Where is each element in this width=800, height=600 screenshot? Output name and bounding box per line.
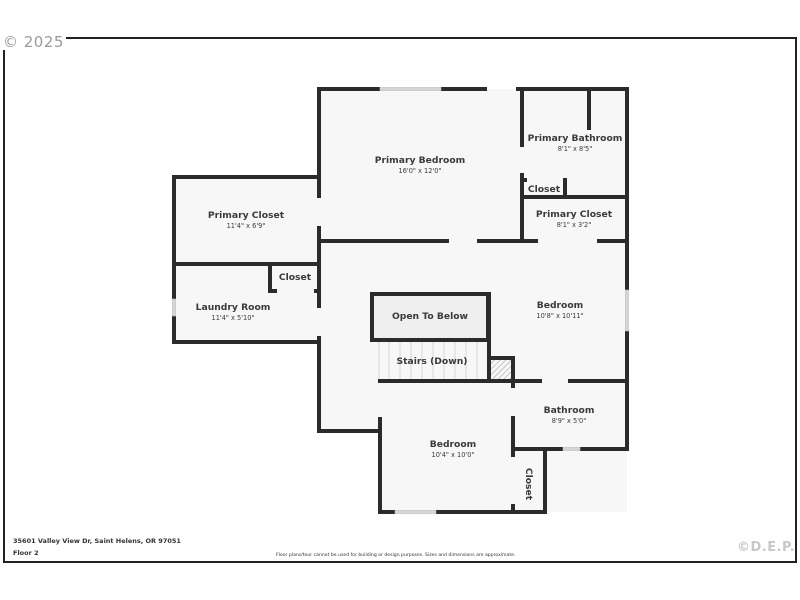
copyright-label: © 2025 (3, 33, 66, 51)
svg-text:8'9" x 5'0": 8'9" x 5'0" (552, 417, 587, 425)
window (379, 87, 442, 91)
svg-text:Closet: Closet (528, 184, 561, 195)
svg-text:8'1" x 3'2": 8'1" x 3'2" (557, 221, 592, 229)
walls (172, 87, 629, 514)
room-bedroom-bottom: Bedroom 10'4" x 10'0" (430, 439, 477, 459)
svg-text:Bedroom: Bedroom (430, 439, 477, 450)
open-to-below-fill (372, 294, 488, 340)
watermark-logo: ©D.E.P. (737, 540, 796, 555)
room-bedroom-right: Bedroom 10'8" x 10'11" (536, 300, 583, 320)
room-primary-bedroom: Primary Bedroom 16'0" x 12'0" (375, 155, 465, 175)
svg-text:Primary Closet: Primary Closet (208, 210, 285, 221)
window (394, 510, 437, 514)
window (172, 298, 176, 317)
svg-text:10'8" x 10'11": 10'8" x 10'11" (536, 312, 583, 320)
svg-text:11'4" x 6'9": 11'4" x 6'9" (227, 222, 266, 230)
svg-text:16'0" x 12'0": 16'0" x 12'0" (399, 167, 442, 175)
svg-text:Open To Below: Open To Below (392, 311, 469, 322)
svg-text:10'4" x 10'0": 10'4" x 10'0" (432, 451, 475, 459)
room-primary-closet-right: Primary Closet 8'1" x 3'2" (536, 209, 613, 229)
room-open-to-below: Open To Below (392, 311, 469, 322)
svg-text:11'4" x 5'10": 11'4" x 5'10" (212, 314, 255, 322)
room-primary-bathroom: Primary Bathroom 8'1" x 8'5" (528, 133, 623, 153)
svg-text:Primary Bathroom: Primary Bathroom (528, 133, 623, 144)
disclaimer-text: Floor plans/tour cannot be used for buil… (276, 553, 516, 558)
svg-text:Closet: Closet (279, 272, 312, 283)
svg-text:Primary Bedroom: Primary Bedroom (375, 155, 465, 166)
room-laundry-closet: Closet (279, 272, 312, 283)
room-stairs: Stairs (Down) (397, 356, 468, 367)
window (562, 447, 581, 451)
room-laundry: Laundry Room 11'4" x 5'10" (196, 302, 271, 322)
chase-hatch (491, 358, 511, 379)
floor-label: Floor 2 (13, 549, 39, 557)
svg-text:Laundry Room: Laundry Room (196, 302, 271, 313)
room-bedroom-closet: Closet (523, 468, 534, 501)
svg-text:Bedroom: Bedroom (537, 300, 584, 311)
svg-text:8'1" x 8'5": 8'1" x 8'5" (558, 145, 593, 153)
svg-text:Stairs (Down): Stairs (Down) (397, 356, 468, 367)
room-bath-closet: Closet (528, 184, 561, 195)
svg-text:Closet: Closet (523, 468, 534, 501)
window (625, 289, 629, 332)
svg-text:Bathroom: Bathroom (544, 405, 595, 416)
svg-text:Primary Closet: Primary Closet (536, 209, 613, 220)
windows (172, 87, 629, 514)
room-bathroom: Bathroom 8'9" x 5'0" (544, 405, 595, 425)
property-address: 35601 Valley View Dr, Saint Helens, OR 9… (13, 537, 181, 545)
room-primary-closet-left: Primary Closet 11'4" x 6'9" (208, 210, 285, 230)
floor-fills (174, 89, 627, 512)
stairs-treads (378, 341, 478, 380)
